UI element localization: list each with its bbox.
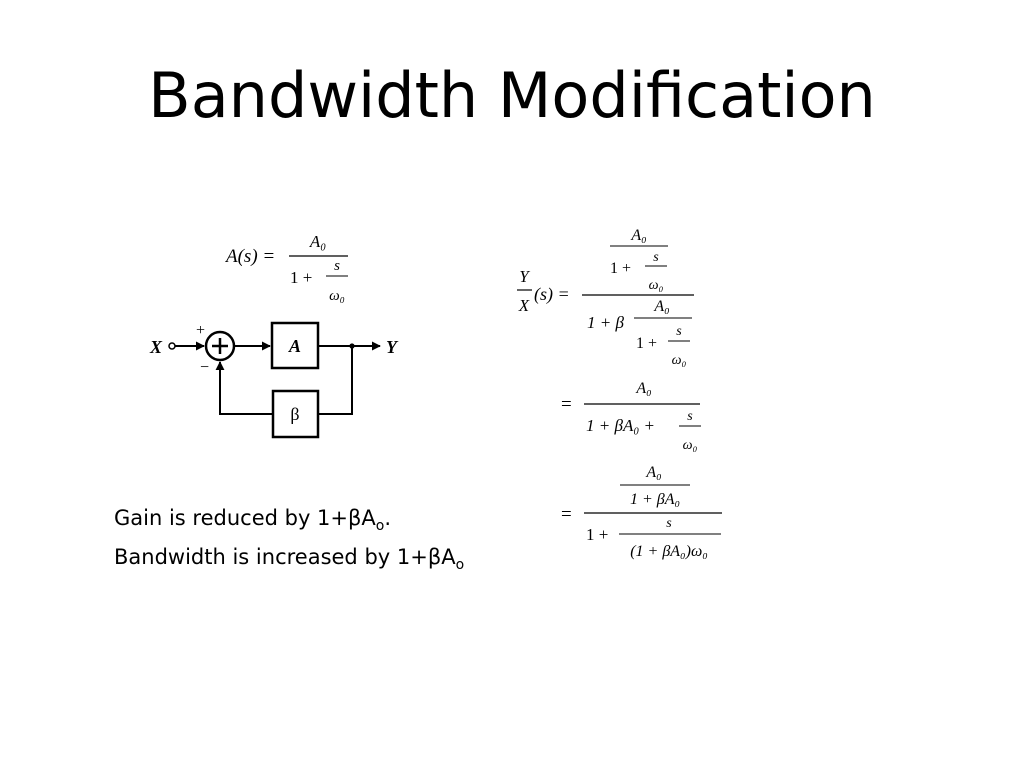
step3-bot-prefix: 1 + [586,525,608,544]
gain-inner-omega: ω₀ [329,288,345,304]
feedback-block-diagram: X + − A Y β [149,321,399,439]
gain-note-subscript: o [375,518,385,534]
gain-note-text: Gain is reduced by 1+βA [114,506,376,530]
forward-block-label: A [288,336,301,356]
forward-block-a [270,321,320,370]
gain-lhs: A(s) = [224,246,275,267]
step1-top-den-w: ω₀ [649,278,664,293]
step3-bot-den: (1 + βA₀)ω₀ [630,543,708,560]
lhs-arg: (s) = [534,284,570,305]
step1-bot-num: A₀ [653,298,669,315]
step2-num: A₀ [635,380,651,397]
plus-sign: + [196,322,205,339]
step3-bot-num: s [666,516,672,531]
lhs-y: Y [519,267,530,286]
step2-den-w: ω₀ [683,438,698,453]
step1-top-num: A₀ [630,227,646,244]
gain-numerator: A₀ [309,232,326,251]
input-label: X [149,337,163,357]
output-label: Y [386,337,399,357]
gain-note-period: . [384,506,392,530]
step2-den-prefix: 1 + βA₀ + [586,416,655,435]
step2-den-s: s [687,409,693,424]
feedback-path-out [318,346,353,415]
step1-top-den-s: s [653,250,659,265]
step3-top-num: A₀ [645,464,661,481]
step1-top-den-one: 1 + [610,260,631,277]
feedback-block-beta [271,389,320,439]
feedback-block-label: β [290,404,299,424]
gain-denominator-one: 1 + [290,268,312,287]
bandwidth-note-text: Bandwidth is increased by 1+βA [114,545,456,569]
bandwidth-note-subscript: o [455,557,465,573]
step1-bot-den-w: ω₀ [672,353,687,368]
bandwidth-note: Bandwidth is increased by 1+βAo [114,542,464,581]
slide-title: Bandwidth Modification [148,59,876,132]
step3-equals: = [561,504,572,525]
minus-sign: − [200,359,209,376]
lhs-x: X [518,296,530,315]
step2-equals: = [561,394,572,415]
step1-bot-prefix: 1 + β [587,313,624,332]
closed-loop-derivation: Y X (s) = A₀ 1 + s ω₀ 1 + β A₀ 1 + s ω₀ … [517,227,722,560]
open-loop-gain-formula: A(s) = A₀ 1 + s ω₀ [224,232,348,304]
input-terminal [168,342,176,350]
feedback-path-in [215,361,273,415]
gain-note: Gain is reduced by 1+βAo. [114,503,464,542]
summary-notes: Gain is reduced by 1+βAo. Bandwidth is i… [114,503,464,581]
step3-top-den: 1 + βA₀ [630,491,680,508]
gain-inner-s: s [334,258,340,274]
step1-bot-den-s: s [676,324,682,339]
step1-bot-den-one: 1 + [636,335,657,352]
